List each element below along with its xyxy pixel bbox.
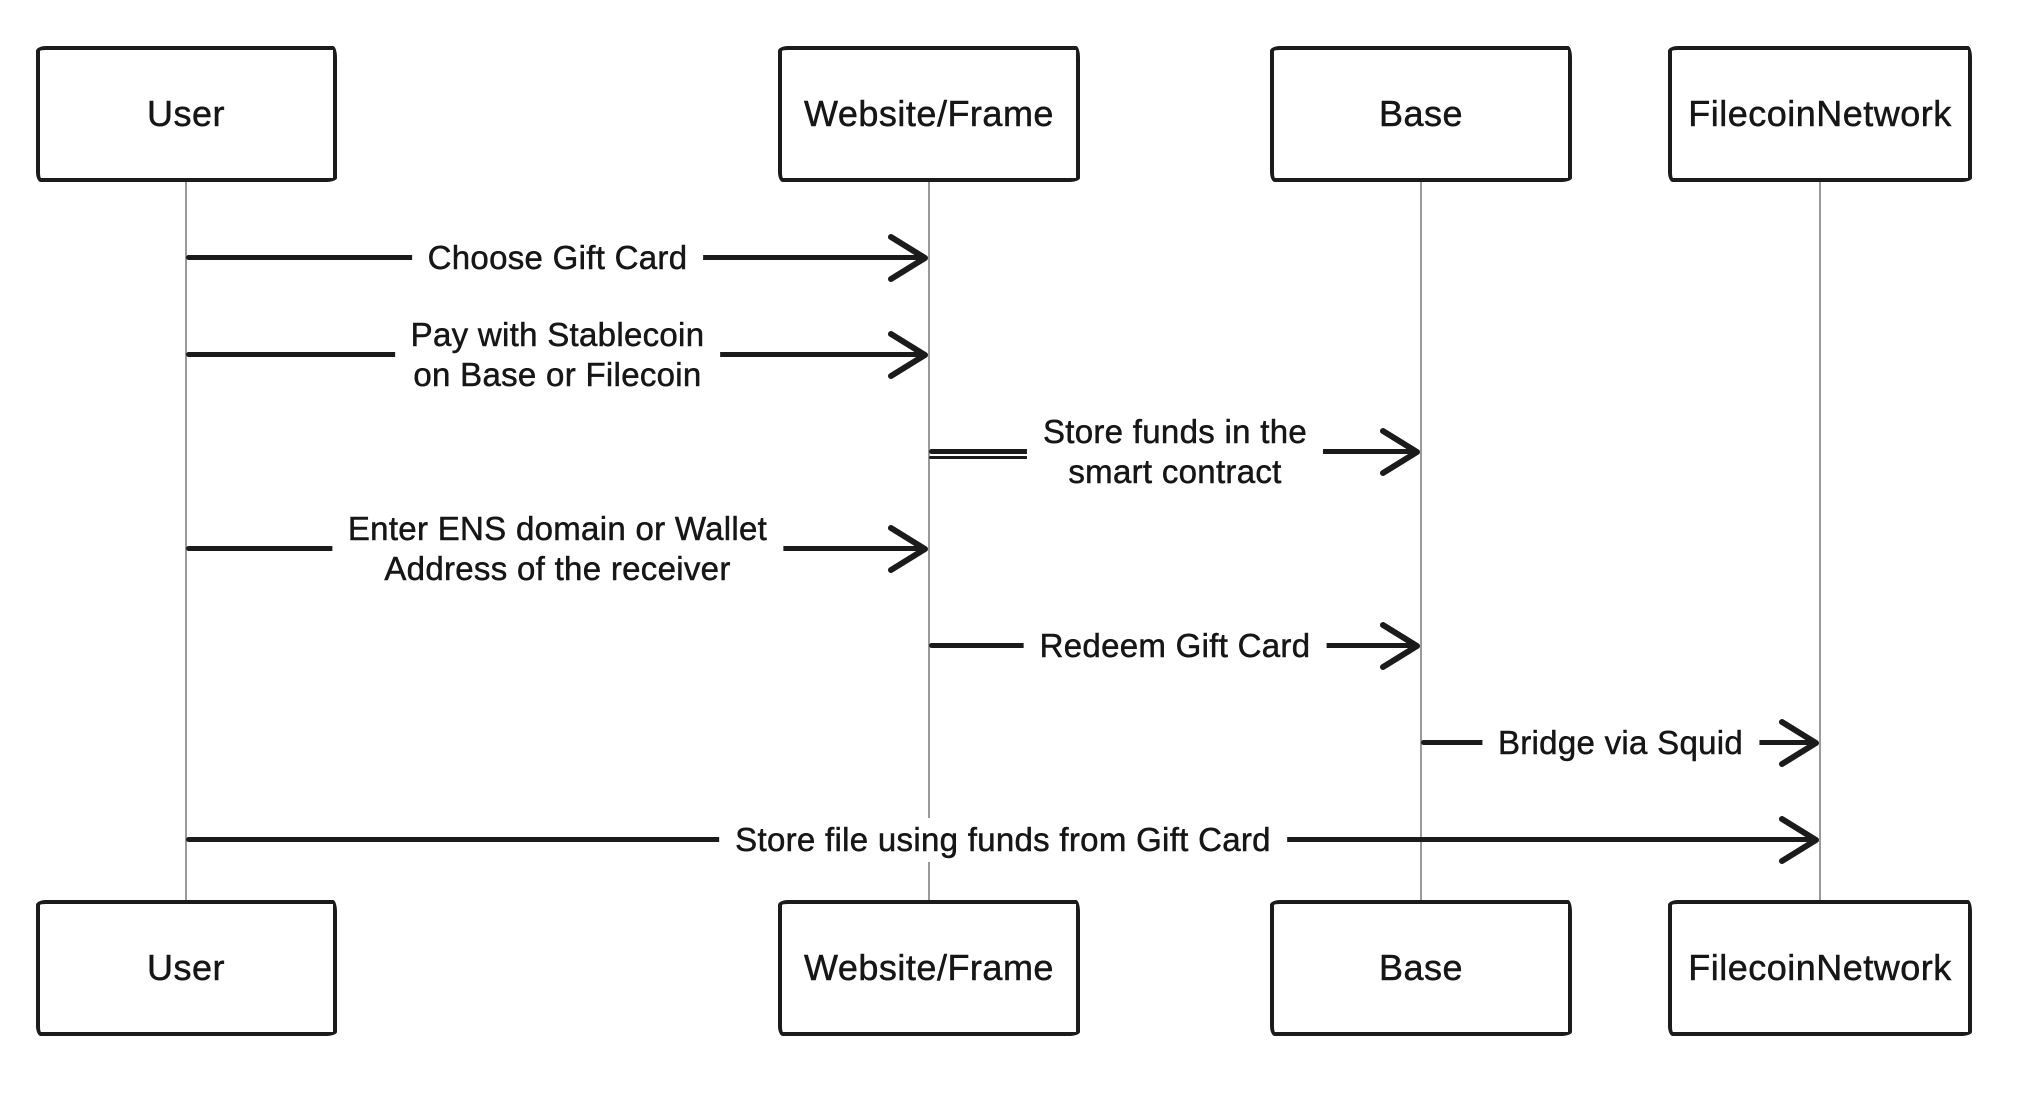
actor-box-top-filecoin: FilecoinNetwork: [1668, 46, 1972, 182]
message-label-line: Bridge via Squid: [1497, 724, 1744, 762]
actor-label-base: Base: [1378, 947, 1464, 989]
actor-box-bottom-base: Base: [1270, 900, 1572, 1036]
message-label: Store file using funds from Gift Card: [719, 818, 1287, 862]
message-label-line: Address of the receiver: [384, 550, 731, 588]
message-label: Redeem Gift Card: [1023, 624, 1327, 668]
actor-label-user: User: [146, 947, 225, 989]
arrow-right-icon: [1779, 719, 1819, 767]
message-label-line: Pay with Stablecoin: [410, 316, 705, 354]
message-line-overdraw: [929, 456, 1079, 459]
message-label-line: Choose Gift Card: [427, 239, 688, 277]
actor-box-top-user: User: [35, 46, 337, 182]
lifeline-website: [928, 182, 930, 902]
actor-label-base: Base: [1378, 93, 1464, 135]
arrow-right-icon: [1380, 622, 1420, 670]
actor-box-top-base: Base: [1270, 46, 1572, 182]
actor-box-bottom-website: Website/Frame: [778, 900, 1080, 1036]
actor-label-filecoin: FilecoinNetwork: [1688, 947, 1952, 989]
actor-box-top-website: Website/Frame: [778, 46, 1080, 182]
actor-label-website: Website/Frame: [804, 947, 1054, 989]
actor-box-bottom-user: User: [35, 900, 337, 1036]
message-label-line: Store funds in the: [1042, 413, 1308, 451]
arrow-right-icon: [888, 234, 928, 282]
message-label-line: Store file using funds from Gift Card: [735, 821, 1271, 859]
message-label: Choose Gift Card: [411, 236, 704, 280]
lifeline-user: [185, 182, 187, 902]
message-label-line: Enter ENS domain or Wallet: [347, 510, 768, 548]
lifeline-filecoin: [1819, 182, 1821, 902]
actor-label-user: User: [146, 93, 225, 135]
message-label-line: smart contract: [1068, 453, 1282, 491]
actor-label-filecoin: FilecoinNetwork: [1688, 93, 1952, 135]
actor-box-bottom-filecoin: FilecoinNetwork: [1668, 900, 1972, 1036]
message-label: Bridge via Squid: [1481, 721, 1760, 765]
message-label-line: on Base or Filecoin: [413, 356, 702, 394]
arrow-right-icon: [1779, 816, 1819, 864]
arrow-right-icon: [1380, 428, 1420, 476]
arrow-right-icon: [888, 525, 928, 573]
lifeline-base: [1420, 182, 1422, 902]
arrow-right-icon: [888, 331, 928, 379]
message-label-line: Redeem Gift Card: [1039, 627, 1311, 665]
actor-label-website: Website/Frame: [804, 93, 1054, 135]
